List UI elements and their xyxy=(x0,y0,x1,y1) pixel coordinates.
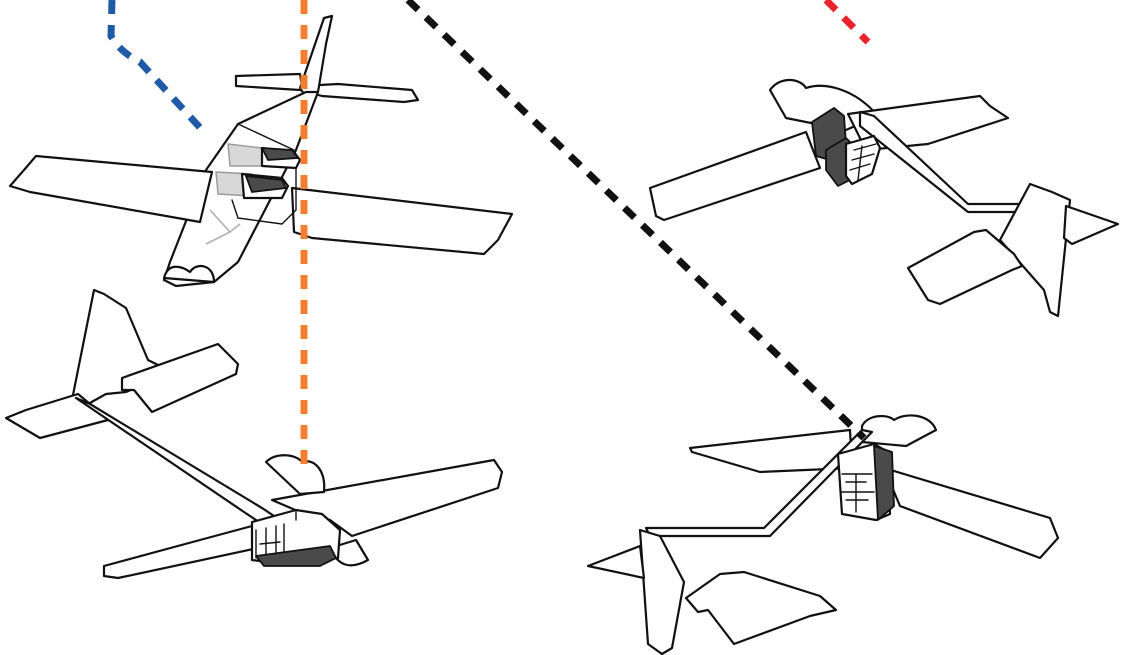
airplane-bottom-right xyxy=(586,414,1060,655)
right-wing xyxy=(290,186,514,256)
right-wing xyxy=(882,466,1060,560)
fuselage xyxy=(74,396,282,526)
cockpit-dividers xyxy=(849,143,877,181)
red-path xyxy=(823,0,871,45)
horizontal-tail-left xyxy=(586,544,646,580)
horizontal-tail-right xyxy=(1062,204,1120,246)
left-wing xyxy=(8,154,214,224)
cockpit-side xyxy=(844,134,882,186)
cockpit-base xyxy=(255,545,337,567)
airplane-top-right xyxy=(648,78,1120,318)
airplane-bottom-left xyxy=(4,288,504,580)
black-path xyxy=(405,0,867,441)
nose-bump xyxy=(264,454,326,496)
horizontal-tail xyxy=(234,72,420,104)
left-wing xyxy=(102,524,260,580)
blue-path xyxy=(107,0,207,135)
lower-wing xyxy=(648,130,822,222)
cockpit-box-upper-top xyxy=(261,147,299,161)
horizontal-tail-right xyxy=(120,342,240,414)
horizontal-tail-left xyxy=(906,228,1024,306)
cockpit-side-panel xyxy=(873,445,895,521)
vertical-fin xyxy=(638,528,686,655)
cockpit-dividers xyxy=(841,473,875,513)
nose-bump xyxy=(860,414,938,448)
cockpit-dividers xyxy=(255,509,297,559)
cockpit-box-ghost xyxy=(227,143,263,167)
canopy-frame xyxy=(231,123,297,225)
airplane-top-left xyxy=(8,14,514,288)
nose-bump xyxy=(162,264,216,284)
upper-wing xyxy=(688,428,854,474)
ghost-outline xyxy=(205,209,241,245)
cockpit-box-lower-top xyxy=(245,175,287,193)
horizontal-tail-right xyxy=(684,570,838,646)
